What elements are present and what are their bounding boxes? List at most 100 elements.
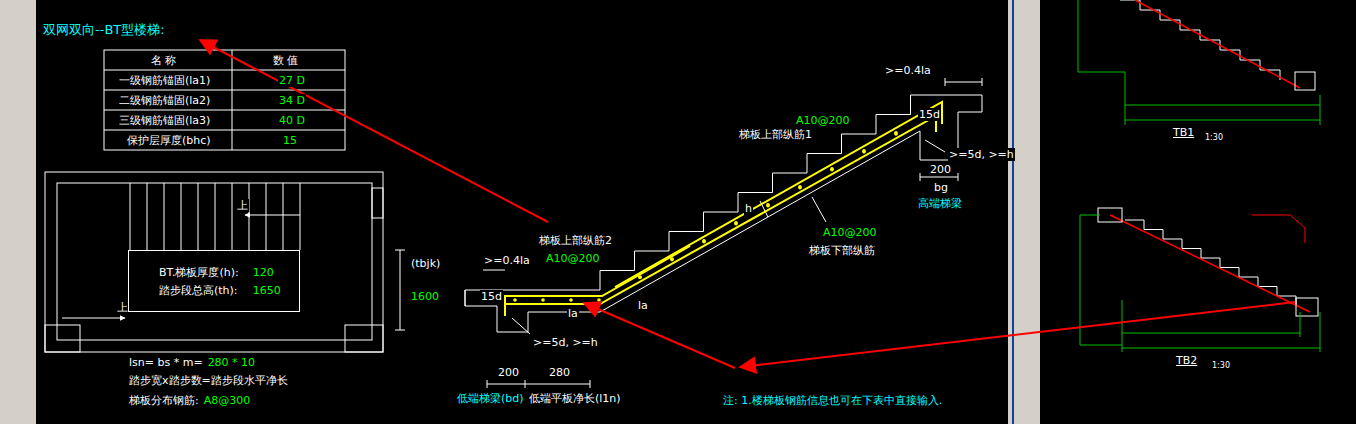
rebar-dot (734, 222, 738, 226)
rebar-dot (597, 298, 601, 302)
dimension-tick (395, 330, 405, 331)
drawing-name: TB1 (1172, 126, 1195, 139)
rebar-value: A8@300 (203, 394, 252, 407)
tread-line (283, 183, 284, 250)
annotation-arrow (740, 302, 1295, 367)
leader-line (925, 140, 945, 152)
rebar-dot (830, 168, 834, 172)
rebar-dot (638, 276, 642, 280)
leader-line (512, 318, 530, 334)
stair-well-inner (57, 183, 372, 340)
table-rule (104, 110, 345, 111)
dimension-label: 15d (918, 108, 941, 121)
dimension-line (487, 384, 590, 385)
dimension-tick (525, 380, 526, 388)
rebar-dot (734, 221, 738, 225)
thumb-steps (1120, 0, 1280, 80)
table-value: 27 D (278, 74, 306, 87)
dimension-label: h (744, 202, 753, 215)
rebar-dot (569, 298, 573, 302)
thumb-dimension (1320, 95, 1321, 125)
table-frame (104, 50, 345, 150)
rebar-label: 梯板上部纵筋2 (538, 234, 613, 247)
dimension-line (400, 250, 401, 330)
dimension-label: 低端平板净长(l1n) (528, 392, 622, 405)
thumb-dimension (1320, 312, 1321, 352)
formula-label: lsn= bs * m= (128, 356, 204, 369)
rebar-label: 梯板上部纵筋1 (738, 128, 813, 141)
thumb-dimension (1125, 72, 1126, 125)
rebar-dot (894, 132, 898, 136)
dimension-label: 200 (497, 366, 520, 379)
title: 双网双向--BT型楼梯: (42, 22, 166, 38)
direction-mark: 上 (236, 199, 249, 212)
rebar-dot (798, 186, 802, 190)
table-rule (104, 70, 345, 71)
note: 注: 1.楼梯板钢筋信息也可在下表中直接输入. (722, 394, 943, 407)
table-cell: 保护层厚度(bhc) (126, 134, 212, 147)
dimension-line (920, 177, 958, 178)
rebar-dot (702, 239, 706, 243)
break-line (465, 290, 466, 306)
dimension-value: 1600 (410, 290, 440, 303)
tread-line (198, 183, 199, 250)
table-rule (104, 90, 345, 91)
dimension-label: la (567, 307, 579, 320)
rebar-dot (702, 240, 706, 244)
dimension-tick (920, 173, 921, 181)
table-cell: 三级钢筋锚固(la3) (118, 114, 211, 127)
dimension-label: 15d (480, 290, 503, 303)
dimension-label: >=0.4la (483, 254, 531, 267)
dimension-line (483, 270, 505, 271)
dimension-line (945, 82, 982, 83)
annotation-arrow (584, 303, 735, 368)
thumb-beam (1295, 72, 1315, 90)
thumb-dimension (1300, 312, 1301, 337)
rebar-label: 梯板下部纵筋 (808, 244, 876, 257)
table-rule (232, 50, 233, 150)
dimension-label: la (637, 299, 649, 312)
tread-line (266, 183, 267, 250)
dimension-line (760, 201, 768, 217)
thumb-dimension (1122, 333, 1300, 334)
table-rule (104, 130, 345, 131)
rebar-label: 梯板分布钢筋: (128, 394, 200, 407)
thumb-dimension (1122, 300, 1123, 352)
tread-line (181, 183, 182, 250)
divider-line (1012, 0, 1014, 424)
window-frame (0, 0, 36, 424)
thumb-beam (1296, 298, 1318, 316)
thumb-slab (1135, 0, 1300, 88)
scale-label: 1:30 (1211, 359, 1231, 372)
direction-arrow (62, 318, 125, 319)
dimension-label: bg (933, 181, 949, 194)
window-opening (372, 188, 383, 218)
table-cell: 一级钢筋锚固(la1) (118, 74, 211, 87)
rebar-value: A10@200 (545, 252, 601, 265)
rebar-dot (670, 257, 674, 261)
parameter-label: 踏步段总高(th): (159, 284, 249, 297)
table-value: 34 D (278, 94, 306, 107)
tread-line (300, 183, 301, 250)
rebar-dot (798, 185, 802, 189)
thumb-dimension (1125, 120, 1320, 121)
table-header: 名 称 (150, 54, 178, 67)
table-cell: 二级钢筋锚固(la2) (118, 94, 211, 107)
parameter-value: 120 (253, 266, 291, 279)
thumb-dimension (1125, 105, 1320, 106)
rebar-dot (862, 150, 866, 154)
top-rebar-2 (505, 246, 690, 310)
drawing-name: TB2 (1175, 354, 1198, 367)
stair-well-outer (45, 172, 383, 352)
rebar-dot (541, 298, 545, 302)
thumb-beam (1098, 208, 1122, 222)
dimension-label: (tbjk) (410, 257, 441, 270)
tread-line (164, 183, 165, 250)
dimension-tick (590, 380, 591, 388)
tread-line (232, 183, 233, 250)
rebar-dot (862, 149, 866, 153)
dimension-label: 200 (929, 163, 952, 176)
formula-value: 280 * 10 (207, 356, 257, 369)
leader-line (812, 197, 826, 222)
